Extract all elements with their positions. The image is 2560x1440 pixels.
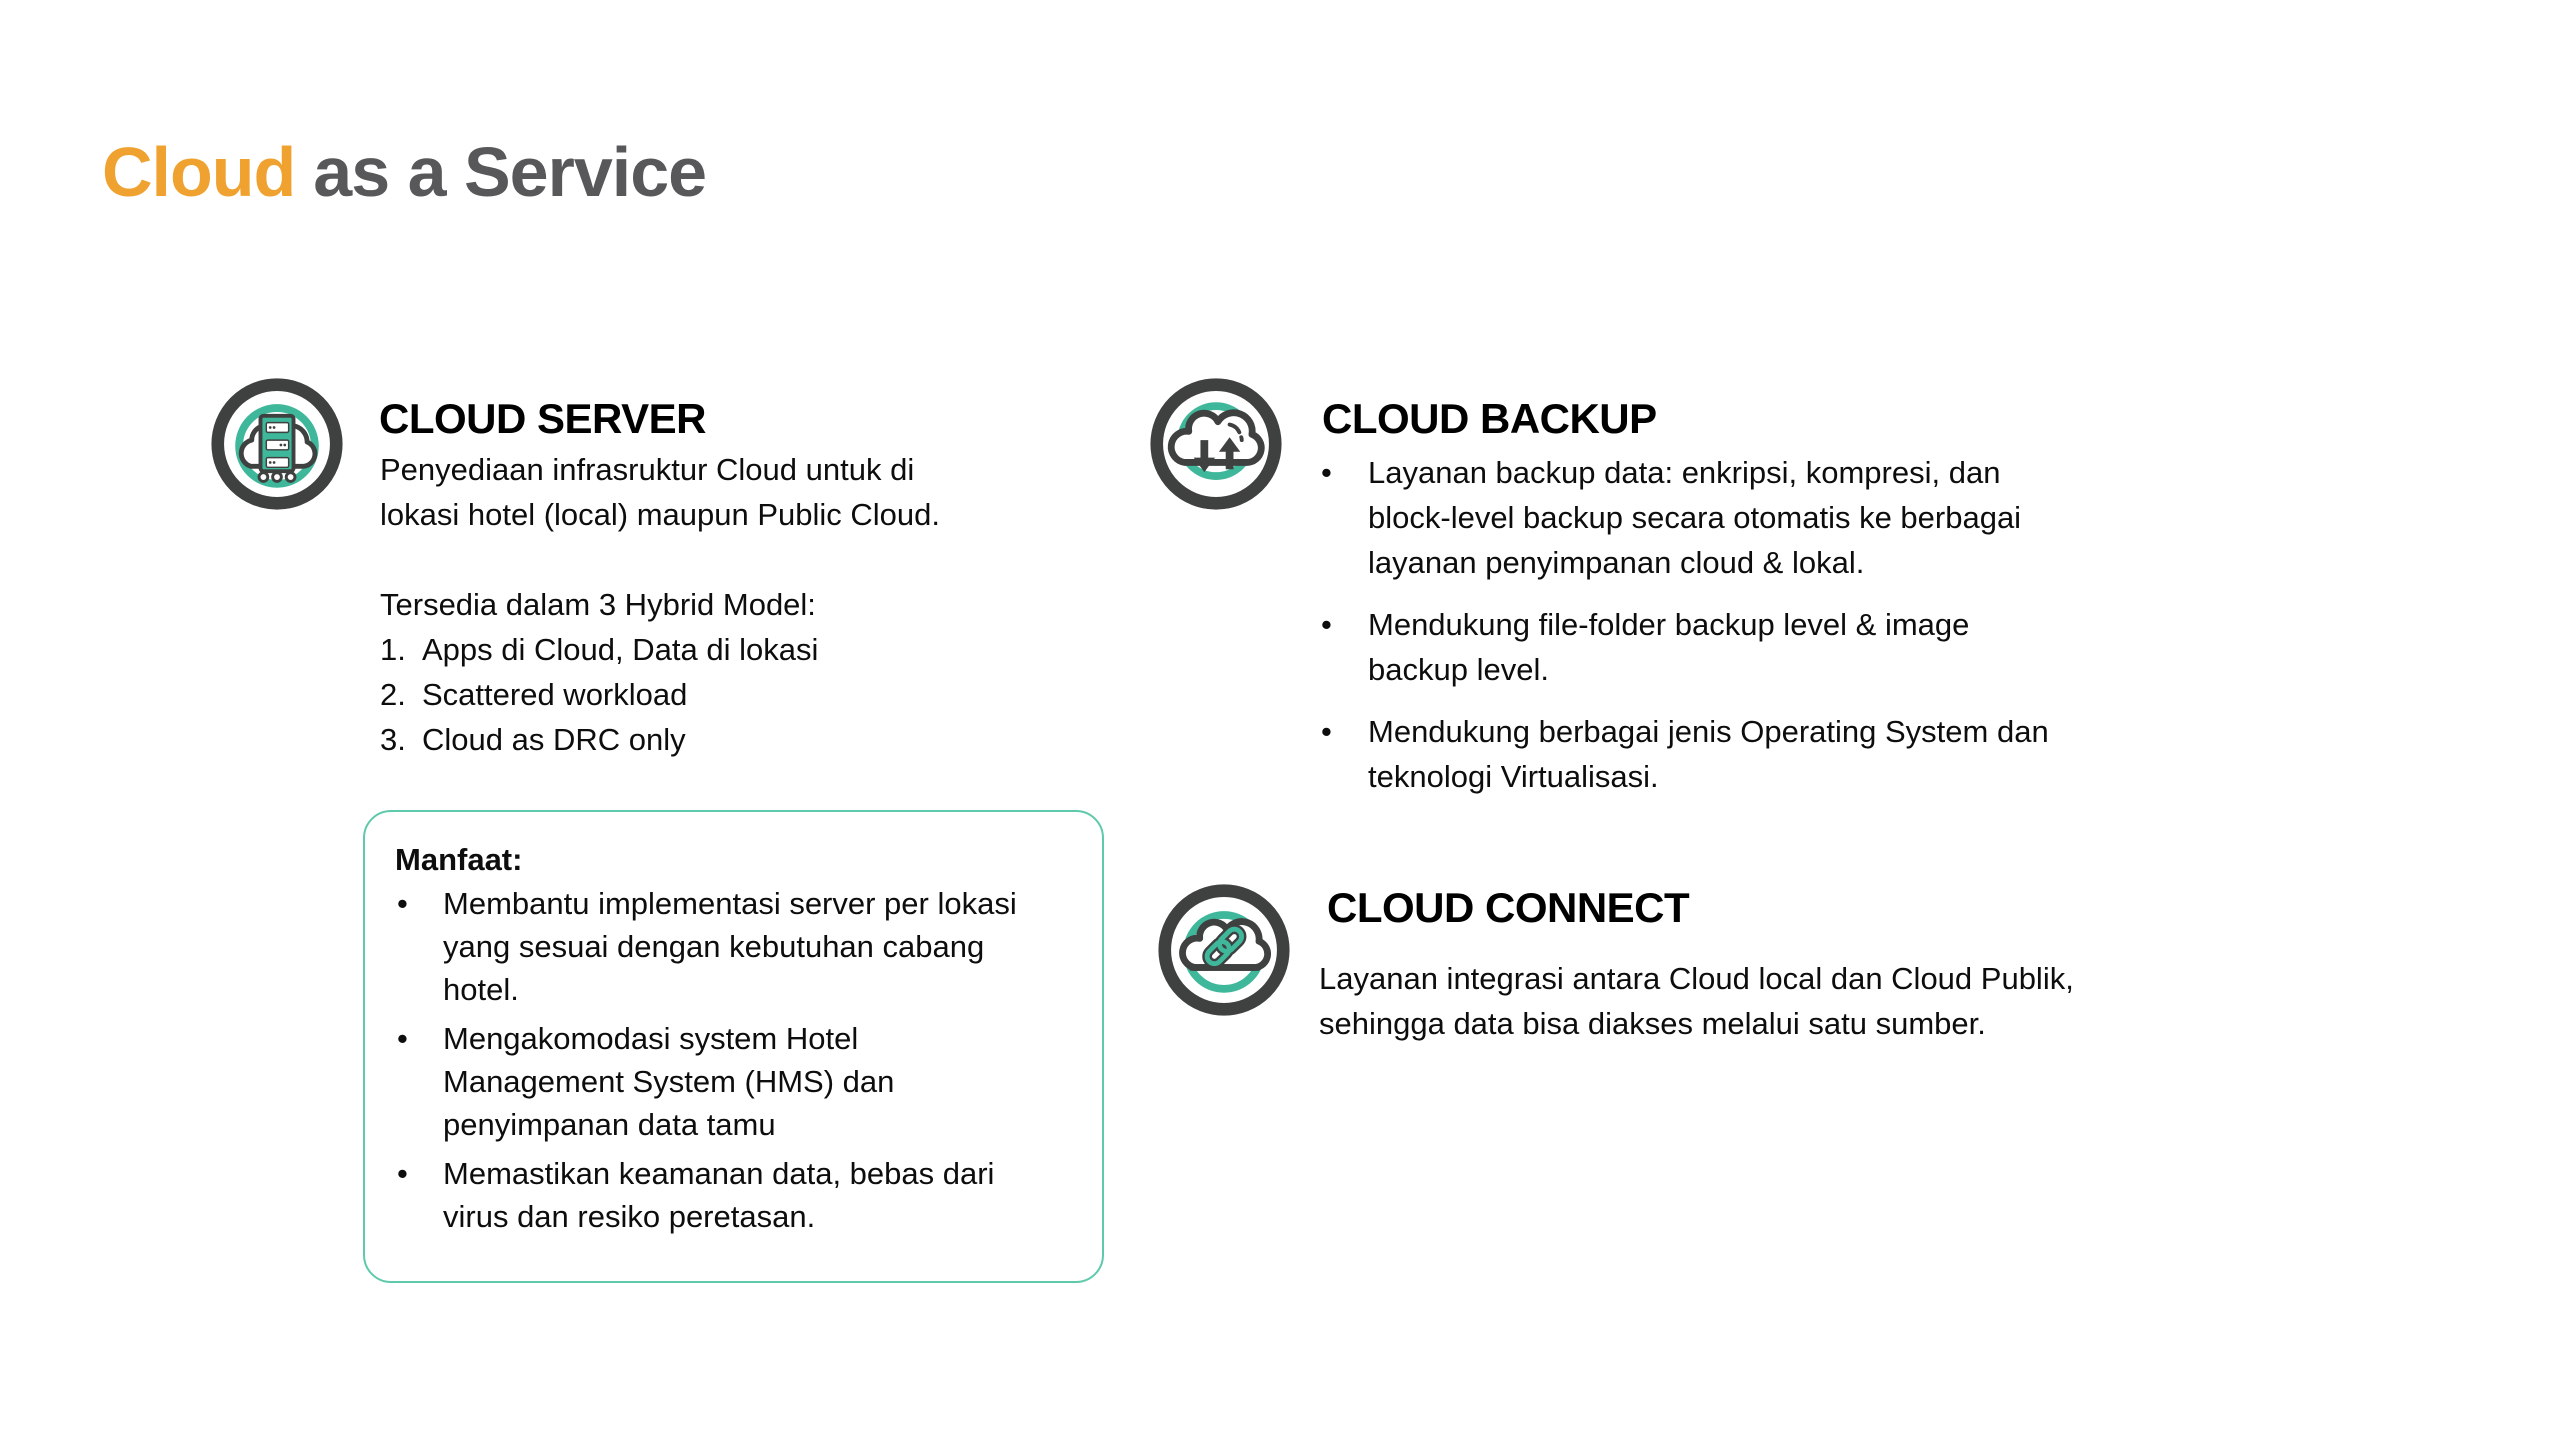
list-item: Scattered workload — [380, 672, 688, 717]
list-item: Membantu implementasi server per lokasi … — [395, 882, 1076, 1011]
hybrid-models: Tersedia dalam 3 Hybrid Model: Apps di C… — [380, 582, 1080, 762]
cloud-server-description: Penyediaan infrasruktur Cloud untuk di l… — [380, 452, 941, 532]
list-item: Apps di Cloud, Data di lokasi — [380, 627, 819, 672]
cloud-connect-icon — [1158, 884, 1290, 1016]
benefits-title: Manfaat: — [395, 842, 523, 877]
list-item: Mendukung berbagai jenis Operating Syste… — [1319, 709, 2149, 799]
page-title-rest: as a Service — [313, 133, 707, 211]
cloud-server-icon — [211, 378, 343, 510]
cloud-backup-icon — [1150, 378, 1282, 510]
page-title-accent: Cloud — [102, 133, 296, 211]
cloud-backup-heading: CLOUD BACKUP — [1322, 395, 1657, 442]
list-item: Mengakomodasi system Hotel Management Sy… — [395, 1017, 1076, 1146]
hybrid-models-intro: Tersedia dalam 3 Hybrid Model: — [380, 587, 816, 622]
benefits-box: Manfaat: Membantu implementasi server pe… — [363, 810, 1104, 1283]
list-item: Memastikan keamanan data, bebas dari vir… — [395, 1152, 1076, 1238]
benefits-list: Membantu implementasi server per lokasi … — [395, 882, 1076, 1238]
cloud-connect-description: Layanan integrasi antara Cloud local dan… — [1319, 961, 2074, 1041]
list-item: Cloud as DRC only — [380, 717, 686, 762]
cloud-server-heading: CLOUD SERVER — [379, 395, 706, 442]
list-item: Mendukung file-folder backup level & ima… — [1319, 602, 2149, 692]
hybrid-models-list: Apps di Cloud, Data di lokasi Scattered … — [380, 627, 1080, 762]
list-item: Layanan backup data: enkripsi, kompresi,… — [1319, 450, 2149, 585]
cloud-connect-heading: CLOUD CONNECT — [1327, 884, 1690, 931]
cloud-backup-list: Layanan backup data: enkripsi, kompresi,… — [1319, 450, 2149, 799]
